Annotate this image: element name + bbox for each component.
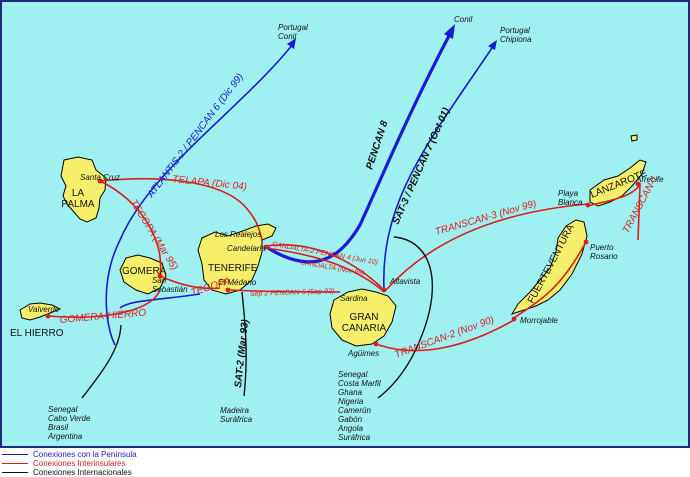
landing-aguimes <box>373 341 379 347</box>
legend-swatch-interinsulares <box>2 463 28 464</box>
island-tenerife <box>197 223 277 295</box>
cable-transcan2 <box>375 319 515 352</box>
island-gomera <box>119 254 167 295</box>
landing-playa-blanca <box>585 202 591 208</box>
landing-candelaria <box>263 244 269 250</box>
cable-africa <box>377 236 434 399</box>
label-sardina: Sardina <box>340 294 368 303</box>
label-el-hierro: EL HIERRO <box>10 328 64 339</box>
label-candelaria: Candelaria <box>227 244 266 253</box>
landing-san-sebastian <box>157 273 163 279</box>
island-la-palma <box>60 156 107 223</box>
label-valverde: Valverde <box>28 305 60 314</box>
legend-label-internacionales: Conexiones Internacionales <box>33 468 132 477</box>
cable-candalta <box>265 247 383 291</box>
arrow-portugal-chipiona <box>488 40 497 50</box>
map-legend: Conexiones con la Península Conexiones I… <box>2 450 137 477</box>
island-fuerteventura <box>510 219 588 315</box>
label-gomera: GOMERA <box>122 266 167 277</box>
island-el-hierro <box>19 302 62 321</box>
label-tenerife: TENERIFE <box>208 263 258 274</box>
legend-label-interinsulares: Conexiones Interinsulares <box>33 459 126 468</box>
cable-south-atlantic-1 <box>81 324 122 399</box>
legend-swatch-peninsula <box>2 454 28 455</box>
arrow-conil <box>444 24 455 39</box>
landing-altavista <box>381 287 387 293</box>
legend-swatch-internacionales <box>2 472 28 473</box>
island-islet-north <box>630 134 638 142</box>
label-arrecife: Arrecife <box>635 175 664 184</box>
arrow-portugal-conil <box>287 38 296 49</box>
cable-telapa <box>99 177 263 241</box>
cable-atlantis-pencan6 <box>105 43 294 346</box>
label-morrojable: Morrojable <box>520 316 558 325</box>
label-aguimes: Agüimes <box>347 349 379 358</box>
legend-label-peninsula: Conexiones con la Península <box>33 450 137 459</box>
island-lanzarote <box>589 159 647 207</box>
cable-tegopa <box>159 275 221 290</box>
label-el-medano: El Médano <box>218 278 257 287</box>
cable-tegopa-mar95 <box>99 180 162 276</box>
label-route-pencan5: Sep 2 PENCAN-5 (Sep 92) <box>250 288 335 298</box>
landing-arrecife <box>635 181 641 187</box>
landing-santa-cruz <box>97 178 103 184</box>
legend-internacionales: Conexiones Internacionales <box>2 468 137 477</box>
cable-gomera-hierro <box>47 289 161 318</box>
cable-candalta2 <box>265 244 383 289</box>
island-gran-canaria <box>329 288 397 347</box>
label-los-realejos: Los Realejos <box>215 230 261 239</box>
landing-valverde <box>45 313 51 319</box>
label-altavista: Altavista <box>389 277 421 286</box>
cable-pencan5 <box>227 289 341 293</box>
label-conil: Conil <box>454 15 472 24</box>
label-santa-cruz: Santa Cruz <box>80 173 120 182</box>
landing-morrojable <box>511 316 517 322</box>
legend-peninsula: Conexiones con la Península <box>2 450 137 459</box>
cable-sat2 <box>241 291 247 397</box>
cable-pencan8 <box>267 29 454 264</box>
cable-tenerife-atlantis-link <box>119 293 201 309</box>
cable-fuerteventura-link <box>513 241 587 319</box>
cable-sat3-pencan7 <box>383 44 495 291</box>
legend-interinsulares: Conexiones Interinsulares <box>2 459 137 468</box>
landing-el-medano <box>225 287 231 293</box>
cable-transcan3 <box>385 203 589 291</box>
landing-puerto-rosario <box>583 239 589 245</box>
